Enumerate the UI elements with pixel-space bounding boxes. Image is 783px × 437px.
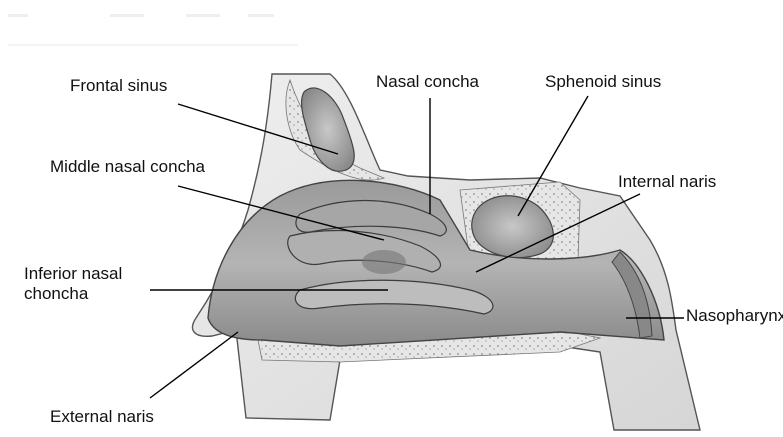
label-middle-nasal-concha: Middle nasal concha (50, 157, 205, 177)
label-external-naris: External naris (50, 407, 154, 427)
label-frontal-sinus: Frontal sinus (70, 76, 167, 96)
label-internal-naris: Internal naris (618, 172, 716, 192)
meatus-shadow (362, 250, 406, 274)
label-nasopharynx: Nasopharynx (686, 306, 783, 326)
label-nasal-concha: Nasal concha (376, 72, 479, 92)
leader-external-naris (150, 332, 238, 398)
faint-header-marks (8, 14, 298, 46)
label-sphenoid-sinus: Sphenoid sinus (545, 72, 661, 92)
label-inferior-nasal-concha: Inferior nasal choncha (24, 264, 122, 304)
